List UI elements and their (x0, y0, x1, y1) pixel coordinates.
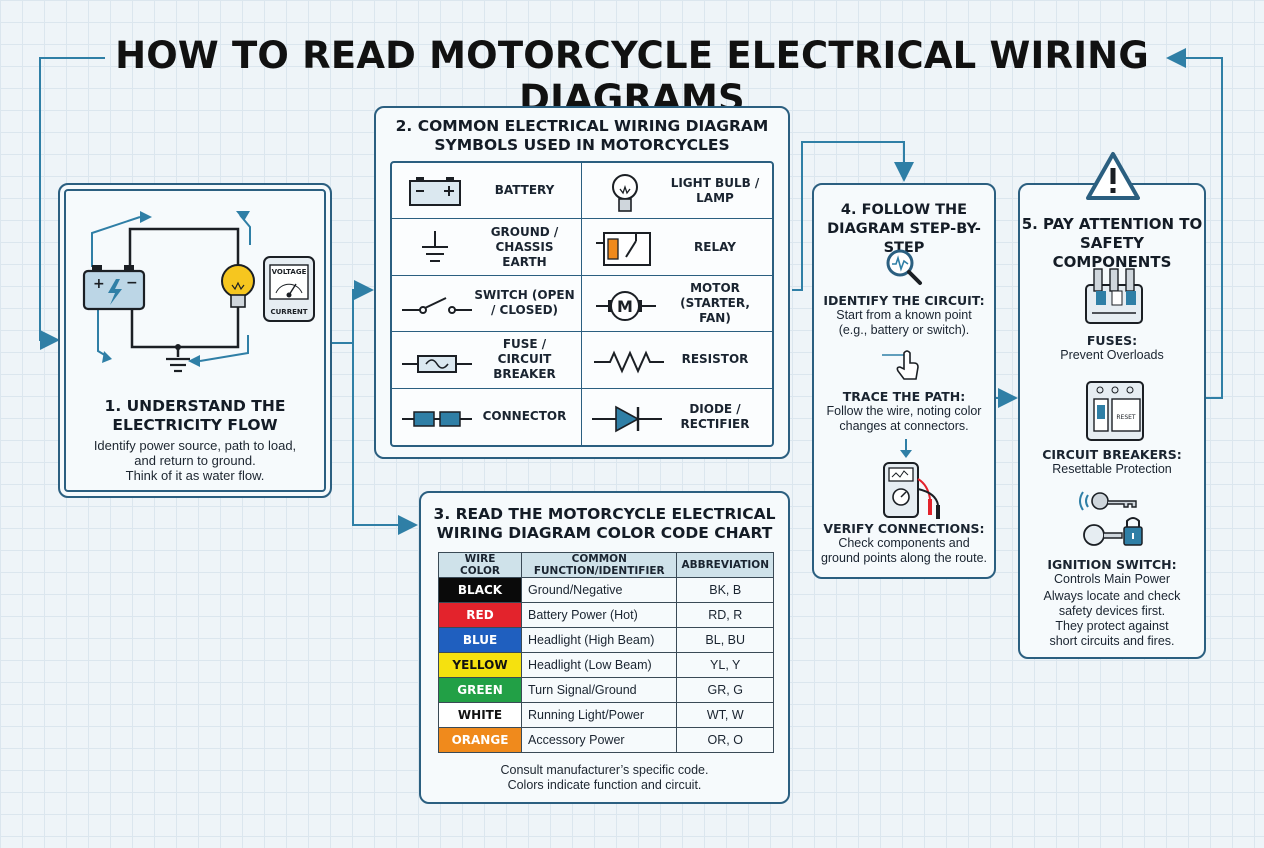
step-verify: VERIFY CONNECTIONS: Check components and… (820, 521, 988, 565)
section2-title: 2. COMMON ELECTRICAL WIRING DIAGRAM SYMB… (395, 117, 769, 154)
safety-fuses: FUSES: Prevent Overloads (1060, 333, 1164, 362)
section-safety: 5. PAY ATTENTION TO SAFETY COMPONENTS FU… (1018, 152, 1206, 659)
light-bulb-symbol-icon (612, 174, 638, 212)
svg-text:−: − (126, 275, 138, 291)
wire-function-cell: Accessory Power (520, 727, 678, 753)
circuit-illustration: + − VOLTAGE CURRENT (82, 211, 315, 373)
resistor-symbol-icon (594, 350, 664, 374)
multimeter-probes-icon (883, 462, 940, 519)
wire-function-cell: Headlight (High Beam) (520, 627, 678, 653)
meter-current-label: CURRENT (270, 308, 307, 316)
step-trace: TRACE THE PATH: Follow the wire, noting … (826, 389, 982, 433)
symbol-resistor: RESISTOR (582, 332, 772, 389)
section1-body: Identify power source, path to load, and… (93, 438, 297, 483)
arrow-section1-to-section3 (352, 343, 418, 535)
wire-function-cell: Ground/Negative (520, 577, 678, 603)
section1-title: 1. UNDERSTAND THE ELECTRICITY FLOW (104, 397, 286, 434)
section-symbols: 2. COMMON ELECTRICAL WIRING DIAGRAM SYMB… (374, 106, 790, 459)
safety-circuit-breakers: CIRCUIT BREAKERS: Resettable Protection (1042, 447, 1182, 476)
wire-color-swatch: RED (438, 602, 522, 628)
safety-ignition-switch: IGNITION SWITCH: Controls Main Power (1047, 557, 1177, 586)
motor-symbol-icon: M (596, 290, 656, 321)
symbol-battery: BATTERY (392, 163, 582, 220)
warning-icon (1086, 152, 1140, 200)
switch-symbol-icon (402, 296, 472, 314)
magnifier-icon (886, 249, 922, 285)
symbol-light-bulb: LIGHT BULB / LAMP (582, 163, 772, 220)
table-header-wire-color: WIRE COLOR (438, 552, 522, 578)
fuse-symbol-icon (402, 355, 472, 374)
table-header-function: COMMON FUNCTION/IDENTIFIER (520, 552, 678, 578)
wire-abbreviation-cell: BK, B (676, 577, 774, 603)
wire-color-swatch: ORANGE (438, 727, 522, 753)
symbol-ground: GROUND / CHASSIS EARTH (392, 219, 582, 276)
symbol-relay: RELAY (582, 219, 772, 276)
wire-function-cell: Running Light/Power (520, 702, 678, 728)
section5-footer: Always locate and check safety devices f… (1043, 589, 1181, 648)
relay-symbol-icon (596, 232, 651, 267)
section-step-by-step: 4. FOLLOW THE DIAGRAM STEP-BY-STEP IDENT… (812, 183, 996, 579)
wire-color-swatch: BLUE (438, 627, 522, 653)
symbol-connector: CONNECTOR (392, 388, 582, 445)
wire-color-swatch: WHITE (438, 702, 522, 728)
section-electricity-flow: + − VOLTAGE CURRENT 1. UNDERSTAND THE EL… (58, 183, 332, 498)
svg-text:+: + (93, 276, 105, 292)
step-identify: IDENTIFY THE CIRCUIT: Start from a known… (823, 293, 985, 337)
pointing-hand-icon (882, 350, 919, 380)
flow-arrow-icon (140, 211, 152, 223)
battery-icon: + − (82, 265, 146, 311)
wire-abbreviation-cell: WT, W (676, 702, 774, 728)
section4-title: 4. FOLLOW THE DIAGRAM STEP-BY-STEP (827, 202, 981, 256)
ground-icon (166, 357, 190, 373)
wire-color-swatch: BLACK (438, 577, 522, 603)
wire-function-cell: Battery Power (Hot) (520, 602, 678, 628)
arrow-section5-to-title (1166, 48, 1223, 399)
wire-abbreviation-cell: YL, Y (676, 652, 774, 678)
wire-function-cell: Headlight (Low Beam) (520, 652, 678, 678)
down-arrow-icon (900, 439, 912, 458)
color-code-table: WIRE COLOR COMMON FUNCTION/IDENTIFIER AB… (438, 552, 774, 753)
section3-title: 3. READ THE MOTORCYCLE ELECTRICAL WIRING… (433, 505, 776, 542)
meter-voltage-label: VOLTAGE (272, 268, 307, 276)
wire-abbreviation-cell: OR, O (676, 727, 774, 753)
section3-footer: Consult manufacturer’s specific code. Co… (500, 763, 709, 792)
circuit-breaker-icon: RESET (1086, 381, 1144, 441)
svg-text:M: M (617, 297, 633, 316)
wire-abbreviation-cell: RD, R (676, 602, 774, 628)
symbol-switch: SWITCH (OPEN / CLOSED) (392, 275, 582, 333)
symbol-motor: M MOTOR (STARTER, FAN) (582, 276, 772, 333)
symbol-diode: DIODE / RECTIFIER (582, 389, 772, 445)
wire-abbreviation-cell: GR, G (676, 677, 774, 703)
symbol-grid: BATTERY LIGHT BULB / LAMP GROUND / CHASS… (390, 161, 774, 447)
light-bulb-icon (221, 264, 255, 308)
wire-color-swatch: YELLOW (438, 652, 522, 678)
multimeter-icon (263, 256, 315, 322)
section-color-codes: 3. READ THE MOTORCYCLE ELECTRICAL WIRING… (419, 491, 790, 804)
diode-symbol-icon (592, 405, 662, 432)
wire-color-swatch: GREEN (438, 677, 522, 703)
symbol-fuse: FUSE / CIRCUIT BREAKER (392, 332, 582, 389)
wire-abbreviation-cell: BL, BU (676, 627, 774, 653)
arrow-section2-to-section4 (792, 141, 914, 291)
battery-symbol-icon (409, 177, 461, 206)
table-header-abbreviation: ABBREVIATION (676, 552, 774, 578)
ground-symbol-icon (422, 231, 448, 263)
ignition-key-icon (1079, 491, 1143, 546)
section5-title: 5. PAY ATTENTION TO SAFETY COMPONENTS (1021, 215, 1203, 271)
breaker-tag-label: RESET (1116, 414, 1136, 421)
arrow-title-to-section1 (39, 57, 105, 350)
connector-symbol-icon (402, 410, 472, 427)
arrow-section1-to-section2 (332, 280, 374, 344)
fuse-box-icon (1085, 268, 1143, 324)
wire-function-cell: Turn Signal/Ground (520, 677, 678, 703)
